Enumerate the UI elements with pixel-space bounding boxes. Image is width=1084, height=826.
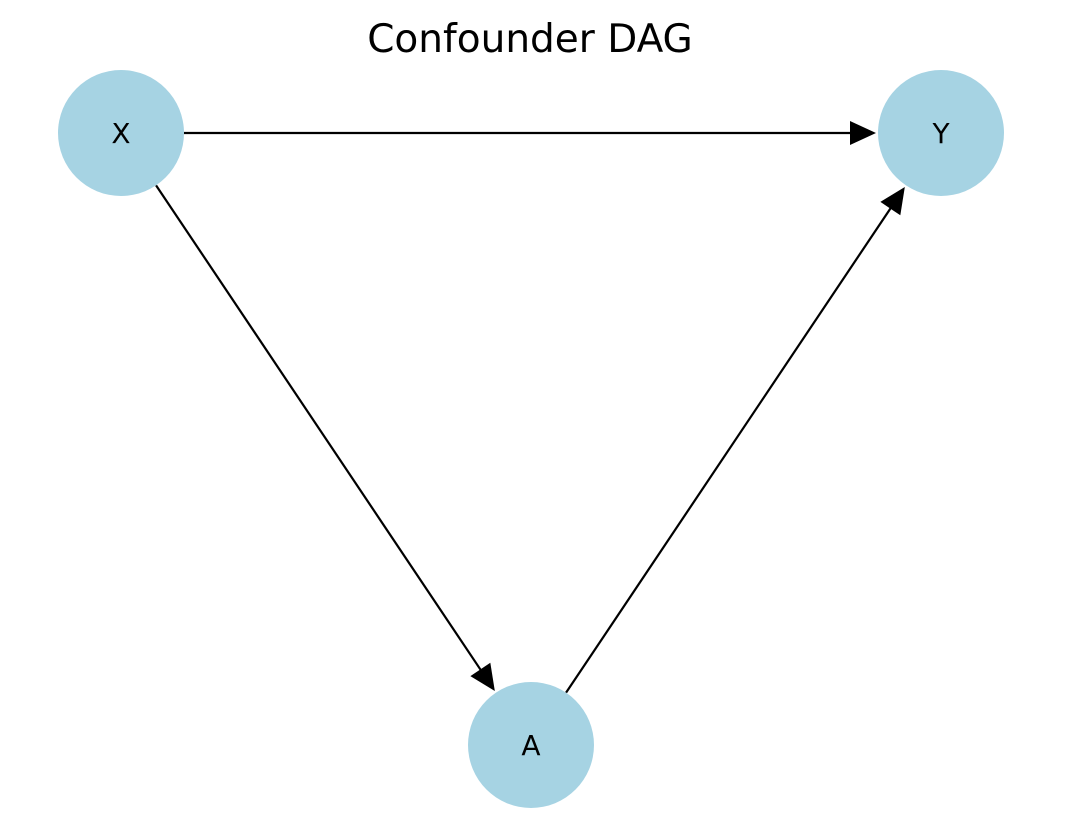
node-y-label: Y <box>931 117 950 150</box>
edge-a-to-y <box>565 206 893 694</box>
arrowhead-a-to-y <box>880 187 905 216</box>
edges-group <box>155 121 905 694</box>
node-a-label: A <box>521 729 540 762</box>
node-a[interactable]: A <box>468 682 594 808</box>
edge-x-to-a <box>155 184 483 672</box>
arrowhead-x-to-y <box>850 121 876 145</box>
node-y[interactable]: Y <box>878 70 1004 196</box>
node-x-circle[interactable] <box>58 70 184 196</box>
node-x-label: X <box>111 117 130 150</box>
diagram-title: Confounder DAG <box>367 17 693 62</box>
node-a-circle[interactable] <box>468 682 594 808</box>
arrowhead-x-to-a <box>470 662 495 691</box>
node-x[interactable]: X <box>58 70 184 196</box>
node-y-circle[interactable] <box>878 70 1004 196</box>
